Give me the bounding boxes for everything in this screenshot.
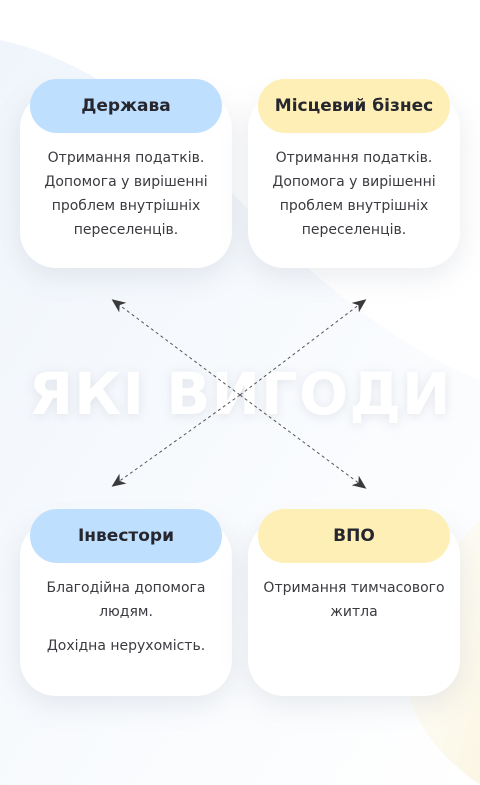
headline: ЯКІ ВИГОДИ [28,360,452,428]
card-text-local-business: Отримання податків. Допомога у вирішенні… [262,146,446,242]
card-line: Отримання податків. Допомога у вирішенні… [272,150,436,238]
card-line: Отримання податків. Допомога у вирішенні… [44,150,208,238]
arrow-bottom-right [239,394,367,489]
card-text-derzhava: Отримання податків. Допомога у вирішенні… [34,146,218,242]
card-text-investors: Благодійна допомога людям. Дохідна нерух… [34,576,218,658]
arrow-top-right [239,299,367,396]
card-title-vpo: ВПО [258,509,450,563]
card-line: Дохідна нерухомість. [46,638,206,654]
card-line: Отримання тимчасового житла [263,580,445,620]
card-title-investors: Інвестори [30,509,222,563]
arrow-top-left [111,299,241,396]
card-title-derzhava: Держава [30,79,222,133]
card-line: Благодійна допомога людям. [46,580,206,620]
card-text-vpo: Отримання тимчасового житла [258,576,450,624]
arrow-bottom-left [111,394,241,487]
card-title-local-business: Місцевий бізнес [258,79,450,133]
